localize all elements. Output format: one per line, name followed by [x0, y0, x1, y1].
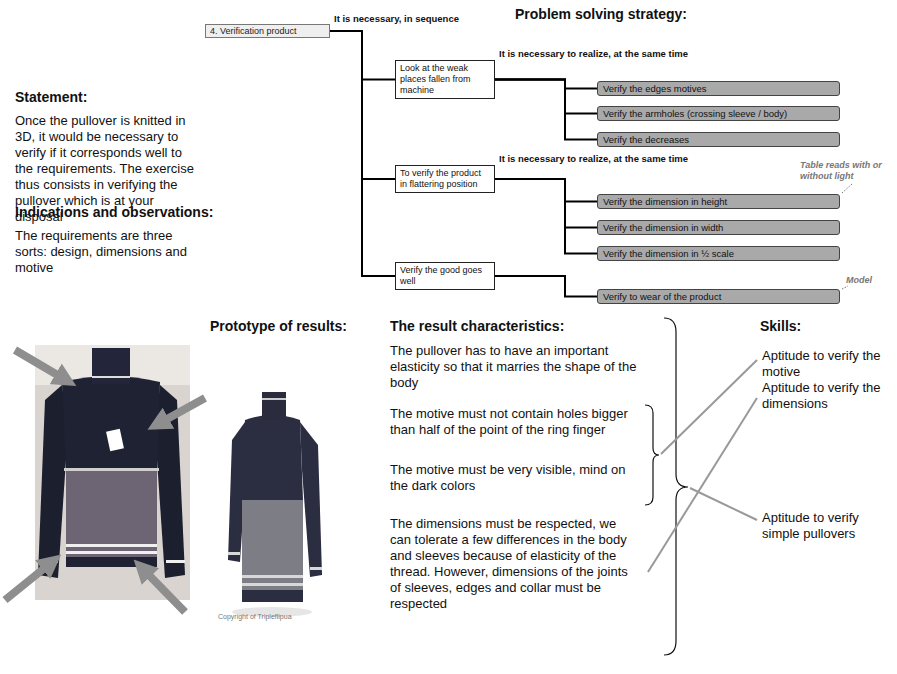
box-text: Verify the dimension in ½ scale [603, 248, 834, 259]
section-heading: Prototype of results: [210, 318, 347, 334]
section-heading: Statement: [15, 89, 87, 105]
box-text: Verify the edges motives [603, 83, 834, 94]
characteristic-text: The dimensions must be respected, we can… [390, 516, 640, 612]
side-note: Table reads with or without light [800, 160, 894, 182]
parallel-note: It is necessary to realize, at the same … [499, 153, 688, 164]
skill-line [648, 398, 757, 572]
note-leader [842, 286, 848, 289]
pullover-render [228, 392, 322, 617]
task-box: Verify the armholes (crossing sleeve / b… [597, 106, 840, 121]
task-box: Verify the dimension in ½ scale [597, 246, 840, 261]
tree-connector [495, 276, 597, 297]
indication-text: The requirements are three sorts: design… [15, 228, 203, 276]
side-note: Model [846, 275, 872, 286]
pullover-photo [5, 345, 205, 612]
bracket [645, 405, 659, 505]
step-box: Verify the good goes well [395, 262, 495, 290]
tree-connector [495, 179, 597, 228]
task-box: Verify to wear of the product [597, 289, 840, 304]
box-text: Verify the good goes well [400, 265, 490, 287]
box-text: Verify the decreases [603, 134, 834, 145]
section-heading: Indications and observations: [15, 204, 213, 220]
box-text: 4. Verification product [210, 26, 325, 36]
characteristic-text: The motive must be very visible, mind on… [390, 462, 640, 494]
task-box: Verify the edges motives [597, 81, 840, 96]
box-text: Verify to wear of the product [603, 291, 834, 302]
tree-connector [495, 80, 597, 140]
skill-text: Aptitude to verify the motive [762, 348, 890, 380]
tree-connector [330, 31, 395, 276]
task-box: Verify the dimension in width [597, 220, 840, 235]
task-box: Verify the dimension in height [597, 194, 840, 209]
parallel-note: It is necessary to realize, at the same … [499, 48, 688, 59]
characteristic-text: The motive must not contain holes bigger… [390, 406, 640, 438]
box-text: Look at the weak places fallen from mach… [400, 63, 490, 96]
tree-connector [495, 179, 597, 202]
step-box: To verify the product in flattering posi… [395, 165, 495, 193]
tree-connector [495, 80, 597, 89]
task-box: Verify the decreases [597, 132, 840, 147]
box-text: Verify the armholes (crossing sleeve / b… [603, 108, 834, 119]
skill-text: Aptitude to verify the dimensions [762, 380, 890, 412]
skill-line [661, 360, 757, 454]
bracket [664, 318, 688, 655]
step-box: Look at the weak places fallen from mach… [395, 60, 495, 99]
tree-connector [495, 179, 597, 254]
root-box: 4. Verification product [205, 24, 330, 38]
tree-connector [495, 80, 597, 114]
characteristic-text: The pullover has to have an important el… [390, 343, 640, 391]
section-heading: The result characteristics: [390, 318, 564, 334]
skill-text: Aptitude to verify simple pullovers [762, 510, 890, 542]
diagram-title: Problem solving strategy: [515, 6, 687, 22]
box-text: Verify the dimension in height [603, 196, 834, 207]
section-heading: Skills: [760, 318, 801, 334]
box-text: Verify the dimension in width [603, 222, 834, 233]
skill-line [690, 488, 757, 520]
sequence-note: It is necessary, in sequence [334, 13, 459, 24]
note-leader [842, 184, 852, 193]
watermark: Copyright of Tripleflipua [218, 613, 292, 620]
box-text: To verify the product in flattering posi… [400, 168, 490, 190]
